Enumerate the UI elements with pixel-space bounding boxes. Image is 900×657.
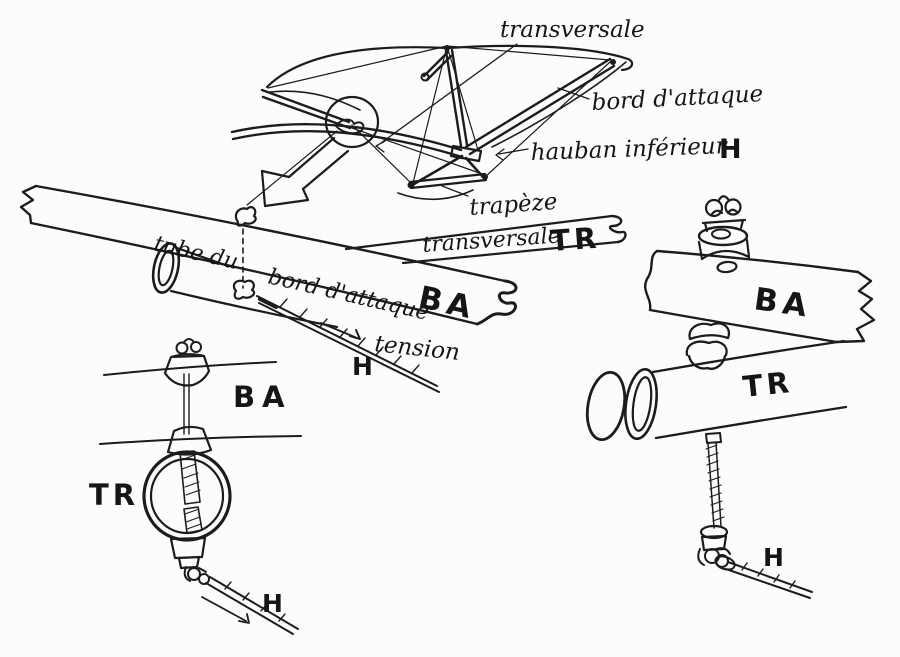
label-hauban-inferieur: hauban inférieur xyxy=(530,133,729,166)
trapeze-leader xyxy=(441,185,469,197)
shackle-scribble xyxy=(183,566,210,585)
sail-trailing-edge xyxy=(491,61,627,148)
label-transversale-band: transversale xyxy=(422,223,562,258)
lower-fitting-scribble xyxy=(232,279,256,300)
top-saddle-fitting xyxy=(163,353,211,387)
tension-cable-drawing xyxy=(256,295,440,393)
tr-band-edges xyxy=(344,214,620,265)
transversale-leader xyxy=(375,43,518,153)
washer xyxy=(699,524,729,540)
tr-tube-open-end-inner xyxy=(157,249,175,287)
junction-scribble xyxy=(335,118,365,135)
label-transversale-top: transversale xyxy=(500,17,645,43)
detail-leader-wire xyxy=(246,130,338,206)
leading-edge-tube-drawing xyxy=(19,184,518,326)
turnbuckle-detail xyxy=(99,338,302,635)
ring-bottom-blocks xyxy=(169,536,207,570)
bolt-head xyxy=(705,432,722,444)
cable-direction-arrow xyxy=(201,596,250,624)
lower-cable-hatching xyxy=(224,581,286,622)
exploded-junction-detail xyxy=(585,195,876,599)
top-bolt-fitting-scribble xyxy=(234,206,257,227)
pointer-arrow xyxy=(260,136,350,208)
saddle-fittings-exploded xyxy=(685,322,731,370)
tr-tube-edges xyxy=(169,246,339,329)
hang-glider-sketch xyxy=(230,43,634,208)
sail-outline xyxy=(265,44,634,89)
sail-inner-curve xyxy=(269,90,361,111)
label-ba-left-detail: BA xyxy=(233,380,292,414)
ba-torn-end xyxy=(835,270,876,344)
threaded-rod xyxy=(179,450,203,534)
label-tube-du: tube du xyxy=(152,231,241,275)
ba-tube-jagged-end xyxy=(19,184,38,225)
label-h-right-detail: H xyxy=(763,543,784,572)
kingpost xyxy=(422,48,469,148)
label-bord-dattaque-top: bord d'attaque xyxy=(591,81,764,116)
hauban-cable xyxy=(256,295,440,393)
tr-end-cap xyxy=(585,370,627,442)
label-trapeze: trapèze xyxy=(469,189,559,221)
cable-thimble-scribble xyxy=(697,547,736,571)
crossbar-tube xyxy=(230,123,464,159)
rigging-wires xyxy=(267,45,611,186)
zoom-callout-circle xyxy=(324,95,380,149)
sail-scallop xyxy=(397,189,474,201)
thread-hatching xyxy=(705,444,725,522)
hauban-cable-right xyxy=(725,561,813,599)
ba-tube-exploded xyxy=(644,249,876,344)
threaded-rod-long xyxy=(707,441,722,529)
ba-tube-bottom-edge xyxy=(29,221,479,326)
washer-ferrule xyxy=(697,225,751,261)
cable-swage xyxy=(258,297,278,309)
label-tr-band: TR xyxy=(549,221,601,258)
ba-tube-lines xyxy=(99,361,302,445)
long-bolt-and-cable xyxy=(697,432,813,599)
crossbar-tube-drawing xyxy=(151,242,339,329)
cable-hatching-right xyxy=(741,562,796,589)
wingtip-fitting xyxy=(610,59,616,65)
lower-cable xyxy=(205,576,299,635)
bolt-shaft xyxy=(183,373,190,435)
label-hauban-h: H xyxy=(719,134,742,165)
bord-dattaque-leader xyxy=(557,87,590,100)
left-leading-edge-tube xyxy=(260,88,352,130)
label-h-mid: H xyxy=(352,352,373,381)
ba-tube-break-squiggle xyxy=(475,279,518,326)
tension-arrow xyxy=(320,322,361,340)
hauban-leader-arrow xyxy=(495,148,529,161)
control-bar xyxy=(408,172,488,190)
keel-junction-block xyxy=(449,144,483,163)
tr-tube-exploded xyxy=(585,339,848,442)
tr-tube-open-end-outer xyxy=(151,242,181,294)
kingpost-grommet xyxy=(420,72,430,82)
label-tr-left-detail: TR xyxy=(89,478,139,512)
label-tr-right-detail: TR xyxy=(741,365,794,404)
tr-band-break-squiggle xyxy=(608,214,627,244)
lower-saddle-fitting xyxy=(166,425,213,456)
ba-tube-top-edge xyxy=(34,184,507,283)
transversale-band-drawing xyxy=(344,214,627,265)
bolt-hole xyxy=(716,260,738,274)
label-ba-right-detail: BA xyxy=(752,281,814,325)
wing-nut xyxy=(172,338,205,358)
label-h-left-detail: H xyxy=(262,589,283,618)
wing-nut-exploded xyxy=(701,195,747,233)
